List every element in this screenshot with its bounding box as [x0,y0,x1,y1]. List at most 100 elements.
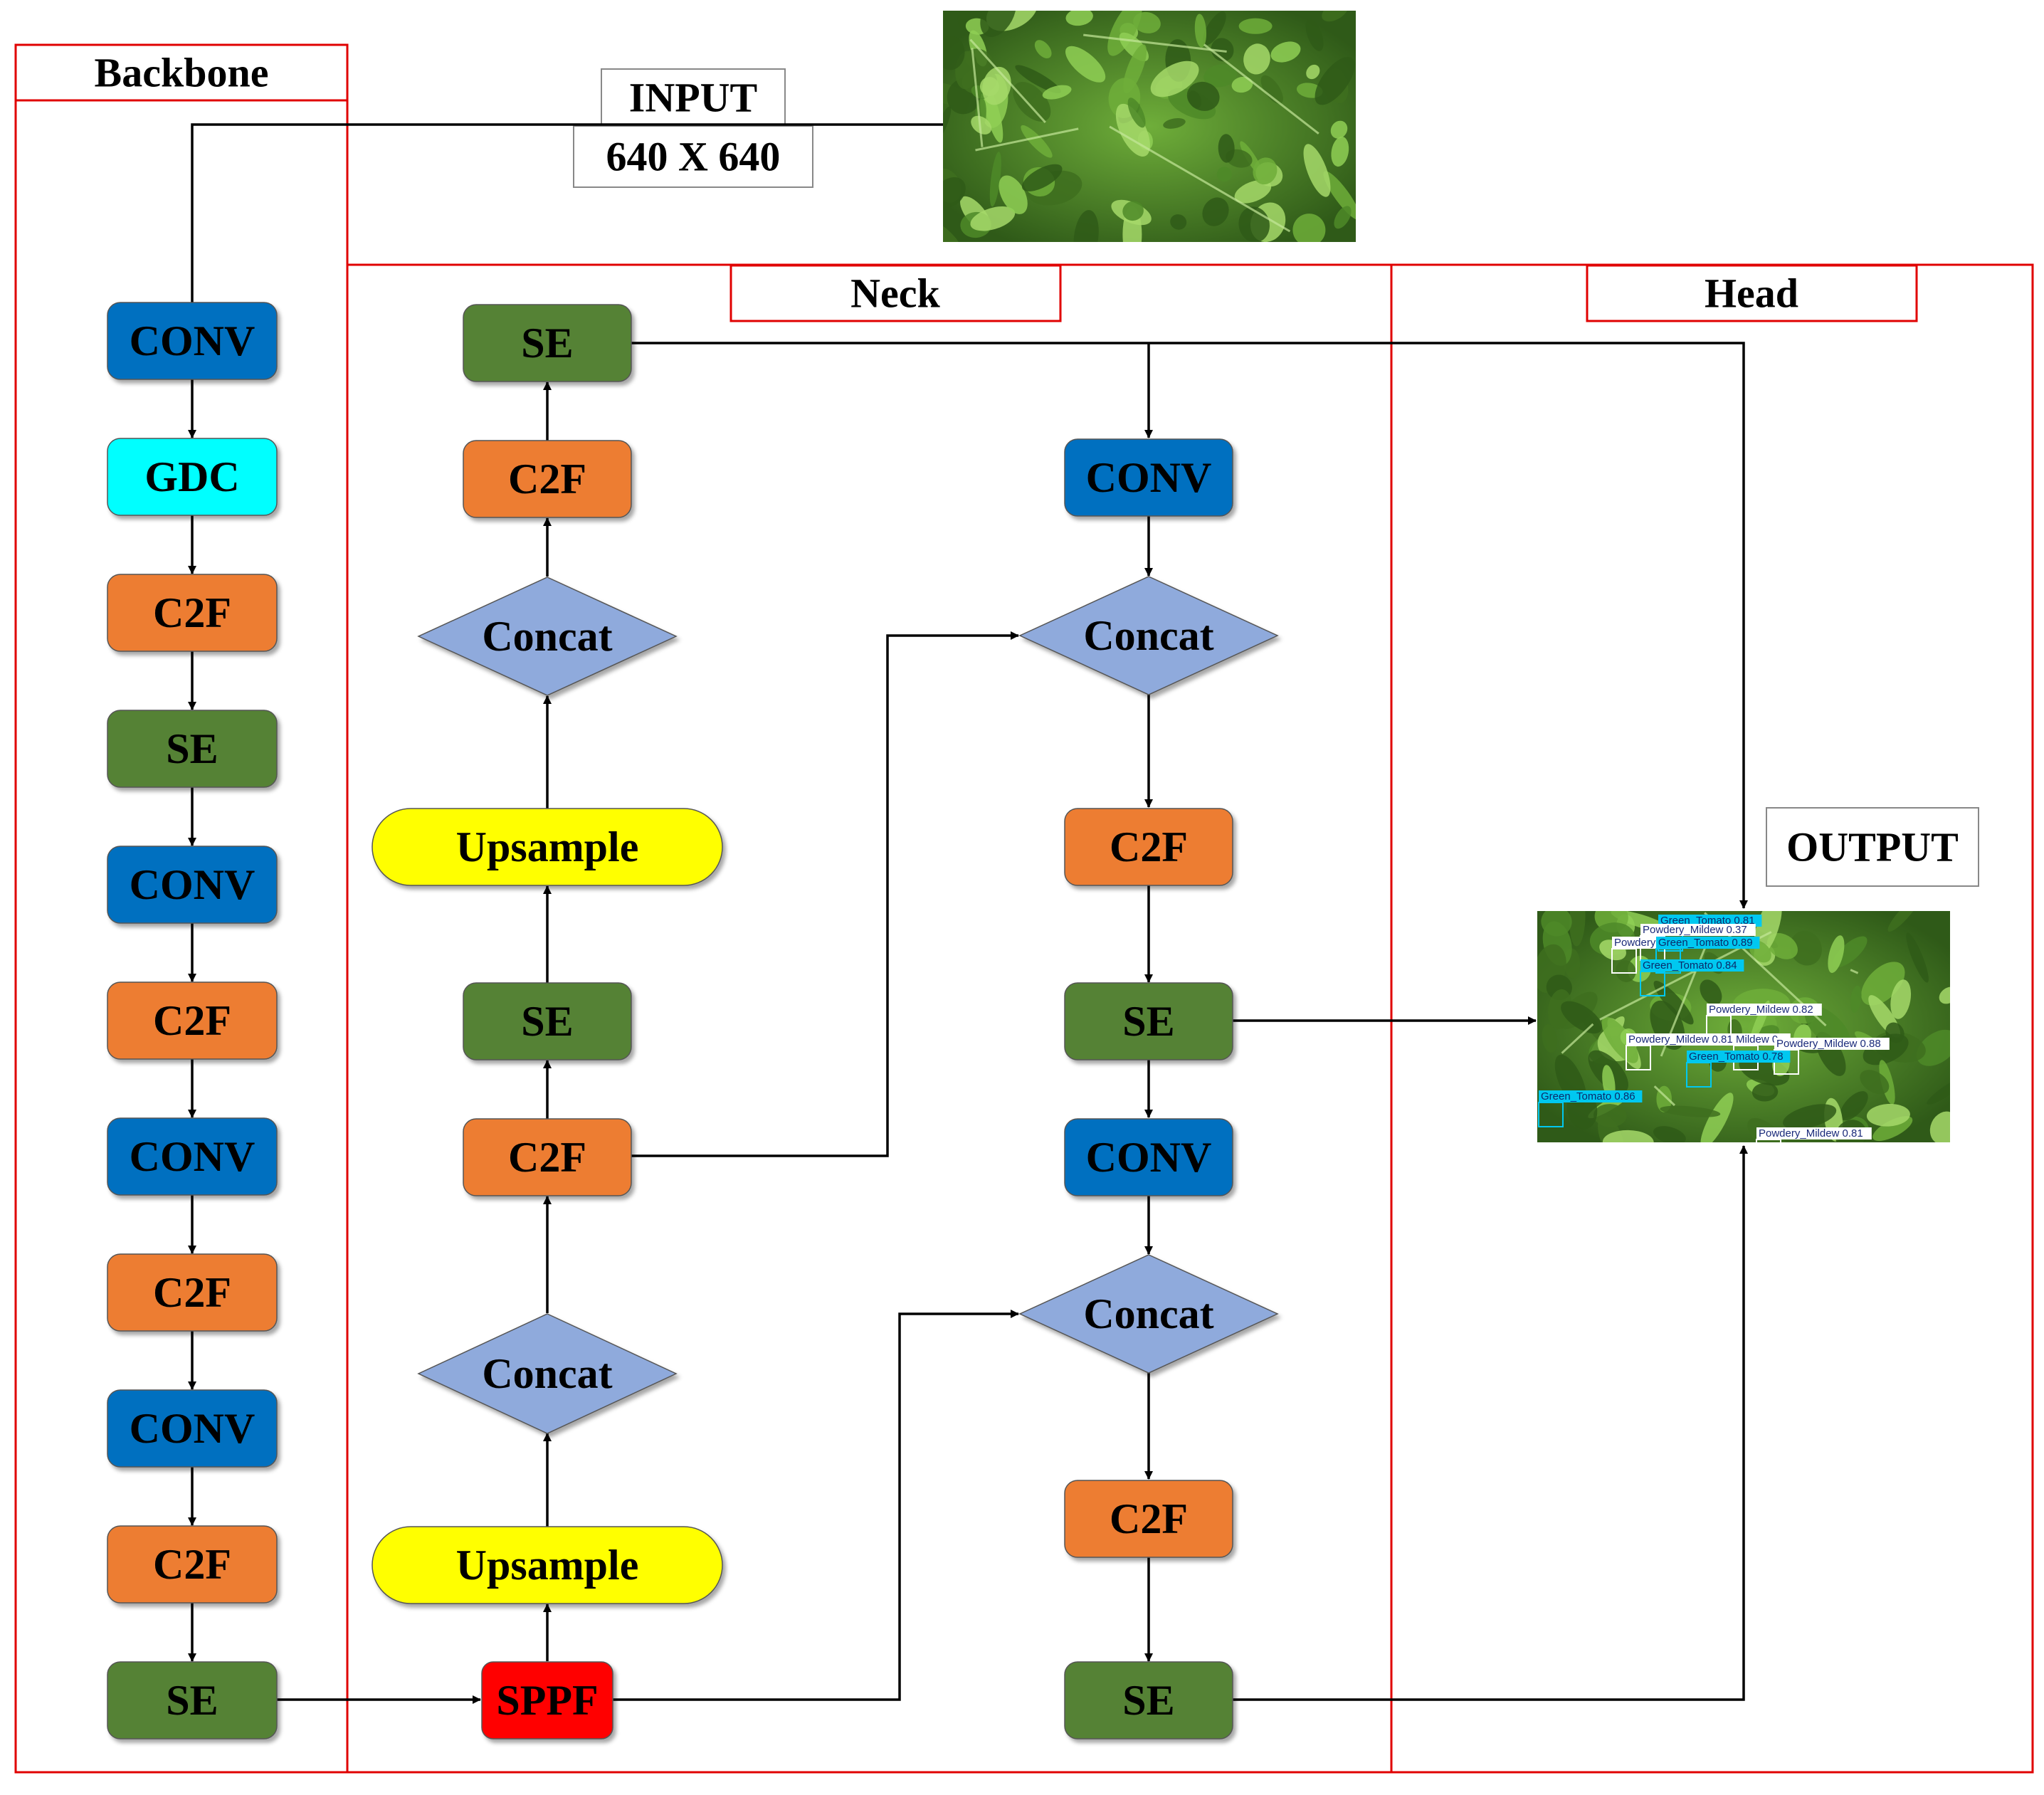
detection-label-bg [1539,1090,1643,1102]
input-size-label: 640 X 640 [573,125,813,188]
nr-se-bottom: SE [1064,1661,1233,1739]
leaf-shape [1616,960,1636,982]
nr-se-mid-label: SE [1122,998,1174,1045]
nr-c2f-bottom: C2F [1064,1480,1233,1558]
leaf-shape [1602,1130,1654,1142]
leaf-shape [1828,935,1845,974]
leaf-shape [1013,81,1051,122]
neck-c2f-mid: C2F [463,1118,632,1196]
detection-label: Green_Tomato 0.89 [1658,937,1753,949]
detection-label-bg [1756,1127,1872,1139]
leaf-shape [1700,979,1722,1006]
leaf-shape [1334,206,1352,229]
leaf-shape [1073,210,1099,242]
connectors [188,123,1748,1704]
neck-right-nodes: CONV Concat C2F SE CONV Concat C2F SE [1018,438,1279,1739]
bb-conv-2-label: CONV [130,861,256,908]
leaf-shape [1601,1016,1638,1063]
nr-concat-top: Concat [1018,576,1279,695]
detection-box [1686,1062,1712,1088]
leaf-shape [1150,60,1199,98]
bb-c2f-3-label: C2F [153,1269,231,1316]
leaf-shape [1203,64,1238,88]
neck-left-nodes: SPPF Upsample Concat C2F SE Upsample Con… [372,304,723,1739]
leaf-shape [1065,46,1106,83]
leaf-shape [1021,164,1063,191]
bb-c2f-2: C2F [107,981,278,1060]
detection-label-bg [1707,1004,1822,1016]
nr-concat-top-label: Concat [1083,612,1213,659]
stem-shape [1109,125,1291,233]
neck-concat-bottom-label: Concat [482,1350,612,1397]
bb-conv-1-label: CONV [130,317,256,364]
detection-label: Green_Tomato 0.78 [1689,1051,1784,1063]
nr-c2f-mid: C2F [1064,808,1233,886]
detection-label: Powdery_Mildew 0.37 [1643,924,1747,936]
stem-shape [1203,43,1319,135]
leaf-shape [943,221,962,242]
neck-concat-top-label: Concat [482,613,612,660]
nr-c2f-bottom-label: C2F [1110,1495,1188,1542]
neck-upsample-top-label: Upsample [456,823,639,870]
bb-c2f-4-label: C2F [153,1541,231,1588]
bb-conv-3: CONV [107,1117,278,1196]
leaf-shape [971,115,992,135]
neck-c2f-top-label: C2F [508,456,586,502]
bb-c2f-1: C2F [107,574,278,652]
neck-title: Neck [729,264,1062,322]
leaf-shape [1170,214,1187,230]
backbone-title-text: Backbone [95,50,269,96]
leaf-shape [970,206,1016,231]
arrow-se-bottom-to-output [1233,1145,1748,1701]
nr-concat-bottom: Concat [1018,1254,1279,1374]
detection-label-bg [1626,1033,1742,1046]
bb-c2f-2-label: C2F [153,997,231,1044]
detection-label: Mildew 0. [1736,1033,1781,1046]
detection-label-bg [1687,1051,1791,1063]
neck-c2f-top: C2F [463,440,632,518]
leaf-shape [1569,911,1586,947]
stem-shape [975,127,1079,152]
head-title-text: Head [1705,270,1798,317]
neck-upsample-bottom: Upsample [372,1526,723,1604]
input-size-text: 640 X 640 [606,134,781,180]
leaf-shape [1292,214,1326,242]
leaf-shape [1783,1104,1837,1130]
detection-label-bg [1640,924,1756,936]
nr-se-bottom-label: SE [1122,1677,1174,1724]
detection-box [1640,971,1665,996]
input-image [943,11,1356,242]
leaf-shape [1866,1103,1910,1127]
leaf-shape [1700,1093,1734,1142]
leaf-shape [1331,136,1349,167]
detection-label-bg [1640,959,1744,972]
leaf-shape [1322,11,1349,22]
detection-label-bg [1774,1038,1890,1050]
leaf-shape [1653,1126,1686,1142]
nr-c2f-mid-label: C2F [1110,823,1188,870]
leaf-shape [1861,962,1905,1006]
leaf-shape [1238,18,1273,34]
leaf-shape [1218,134,1235,163]
leaf-shape [1850,985,1862,1013]
leaf-shape [1253,157,1278,185]
stem-shape [1561,1023,1594,1054]
neck-se-top: SE [463,304,632,382]
detection-box [1611,948,1637,974]
leaf-shape [999,175,1028,214]
detection-label: Powdery_Mildew 0.81 [1759,1127,1863,1139]
neck-title-text: Neck [850,270,940,317]
nr-se-mid: SE [1064,982,1233,1060]
nr-conv-top: CONV [1064,438,1233,517]
leaf-shape [1916,1029,1950,1066]
bb-c2f-3: C2F [107,1253,278,1332]
leaf-shape [1548,989,1572,1030]
detection-label-bg [1612,937,1658,949]
leaf-shape [1123,44,1147,94]
arrow-c2f-to-concat-right [631,631,1019,1157]
arrow-input-to-conv [191,123,943,302]
neck-upsample-top: Upsample [372,808,723,886]
detection-box [1626,1045,1651,1070]
